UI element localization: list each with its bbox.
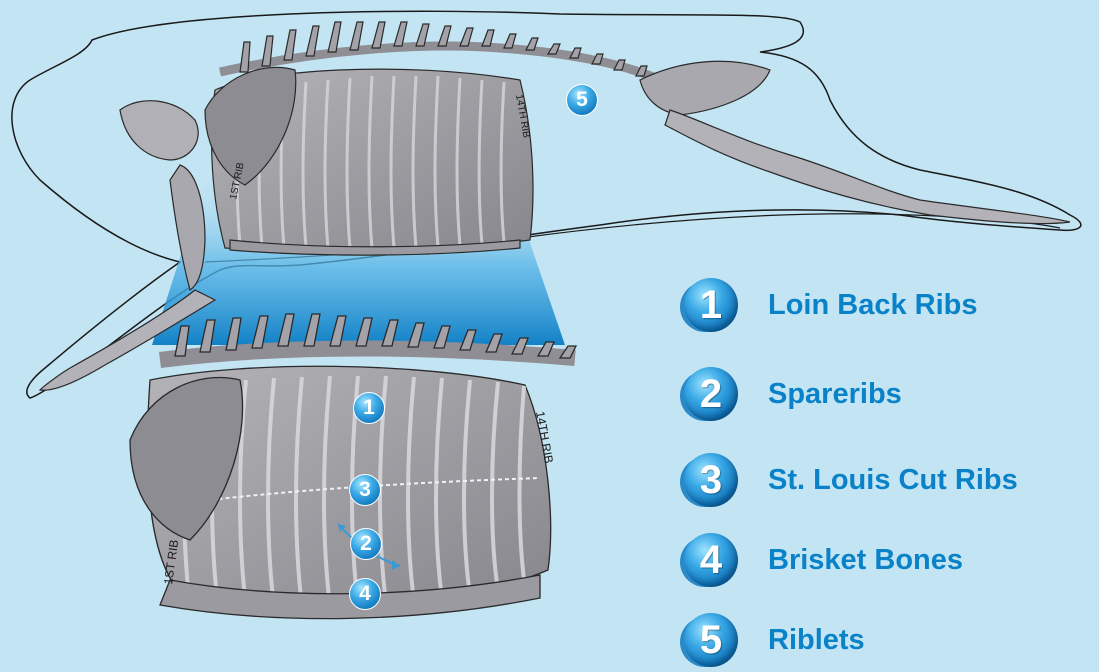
legend-item-2: 2 Spareribs — [680, 364, 902, 424]
legend-label-riblets: Riblets — [768, 624, 865, 657]
legend-number-5: 5 — [684, 613, 738, 667]
legend-label-loin-back-ribs: Loin Back Ribs — [768, 289, 978, 322]
legend-badge-5: 5 — [680, 611, 738, 669]
legend-badge-4: 4 — [680, 531, 738, 589]
legend-number-4: 4 — [684, 533, 738, 587]
legend-number-2: 2 — [684, 367, 738, 421]
legend-label-brisket-bones: Brisket Bones — [768, 544, 963, 577]
marker-3-badge: 3 — [349, 474, 381, 506]
marker-3-number: 3 — [349, 474, 381, 506]
legend-item-1: 1 Loin Back Ribs — [680, 275, 978, 335]
legend-label-st-louis-cut-ribs: St. Louis Cut Ribs — [768, 464, 1018, 497]
legend-item-3: 3 St. Louis Cut Ribs — [680, 450, 1018, 510]
marker-5-number: 5 — [566, 84, 598, 116]
marker-4-number: 4 — [349, 578, 381, 610]
marker-1-number: 1 — [353, 392, 385, 424]
legend-number-1: 1 — [684, 278, 738, 332]
legend-number-3: 3 — [684, 453, 738, 507]
marker-5-badge: 5 — [566, 84, 598, 116]
legend-label-spareribs: Spareribs — [768, 378, 902, 411]
marker-2-number: 2 — [350, 528, 382, 560]
enlarged-rib-cage — [130, 314, 576, 619]
marker-2-badge: 2 — [350, 528, 382, 560]
legend-item-5: 5 Riblets — [680, 610, 865, 670]
legend-badge-3: 3 — [680, 451, 738, 509]
legend-badge-2: 2 — [680, 365, 738, 423]
marker-4-badge: 4 — [349, 578, 381, 610]
marker-1-badge: 1 — [353, 392, 385, 424]
legend-badge-1: 1 — [680, 276, 738, 334]
legend-item-4: 4 Brisket Bones — [680, 530, 963, 590]
